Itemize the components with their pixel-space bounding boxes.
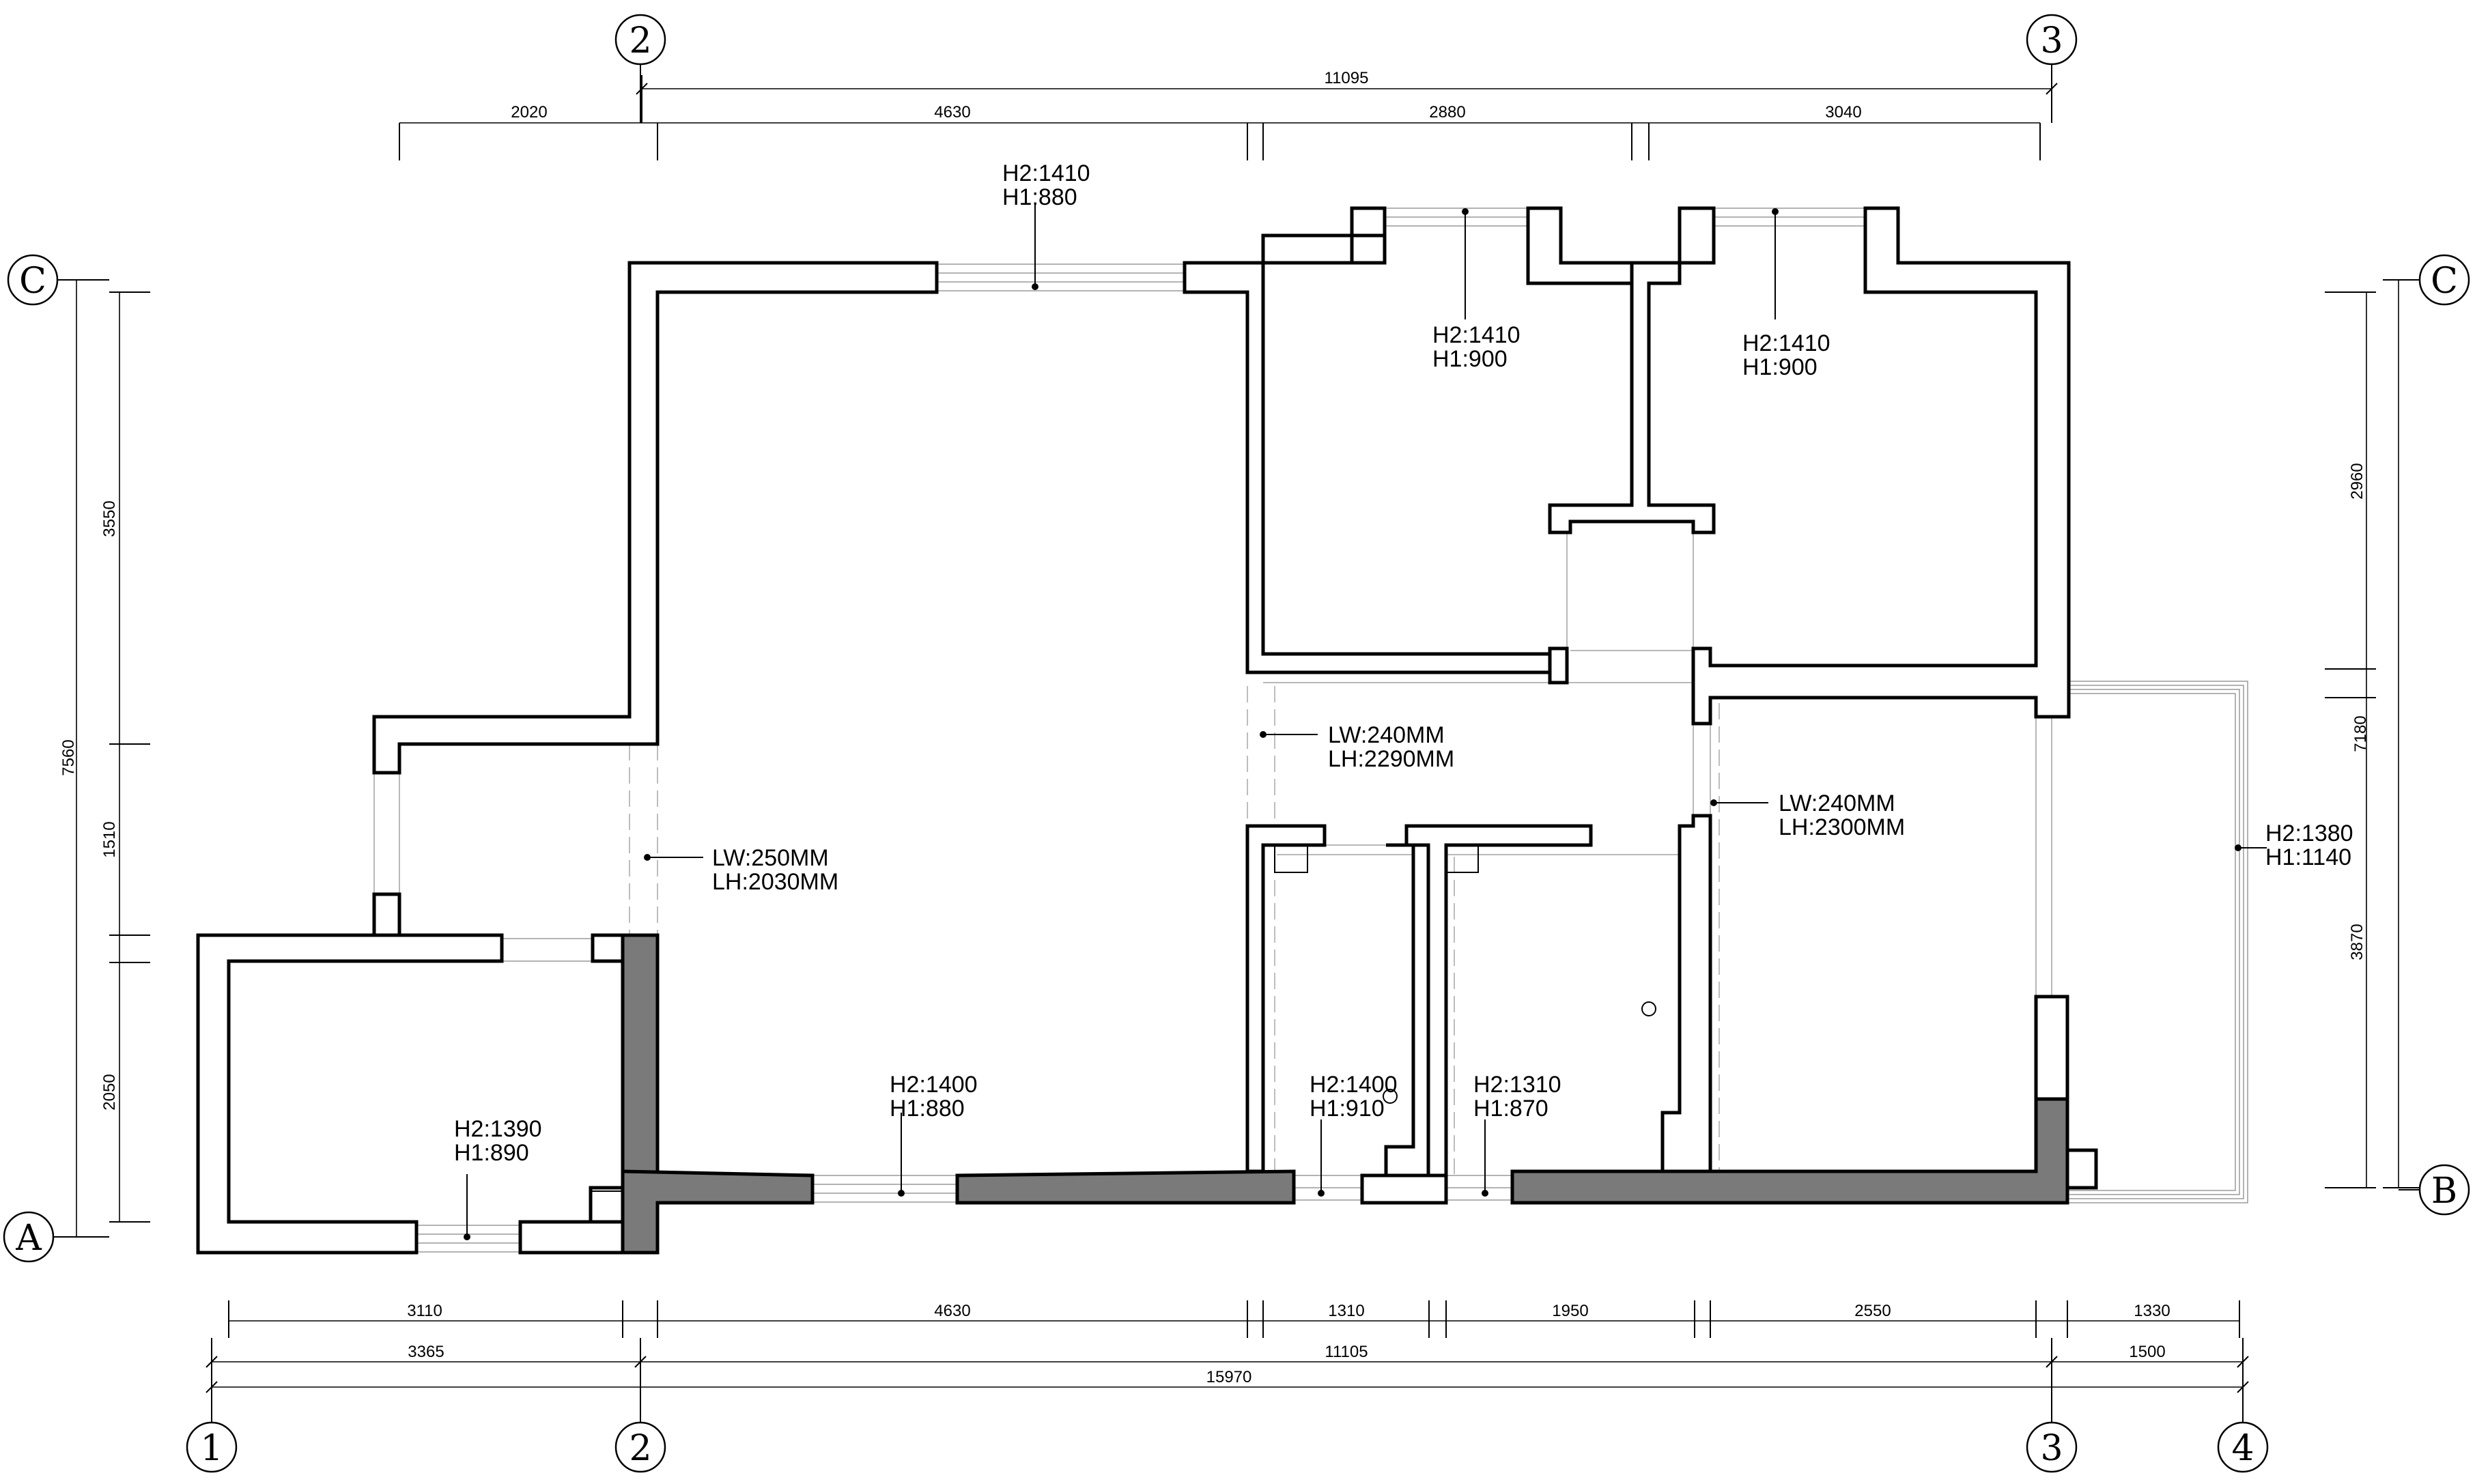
ann-open-hall-lh: LH:2290MM: [1328, 746, 1454, 772]
ann-win-living-h2: H2:1400: [890, 1072, 978, 1098]
dim-left-2: 1510: [100, 821, 119, 857]
ann-win-bath-h2: H2:1400: [1310, 1072, 1398, 1098]
ann-win-living-h1: H1:880: [890, 1096, 965, 1122]
openings: [373, 208, 2248, 1253]
axis-col-3-bottom: 3: [2040, 1428, 2063, 1469]
dim-left-total: 7560: [59, 739, 78, 775]
ann-win-bed1-h1: H1:900: [1432, 346, 1508, 372]
dim-right-1: 2960: [2348, 463, 2366, 499]
axis-col-2-top: 2: [629, 20, 651, 61]
axis-row-c-left: C: [19, 261, 46, 302]
ann-win-kitchen-h2: H2:1310: [1473, 1072, 1561, 1098]
ann-win-top-h1: H1:880: [1002, 184, 1077, 210]
dim-bottom-4: 1950: [1552, 1302, 1588, 1320]
dim-bottom-5: 2550: [1854, 1302, 1891, 1320]
top-dimensions: 11095 2020 4630 2880 3040: [399, 69, 2058, 160]
ann-open-hall-lw: LW:240MM: [1328, 722, 1445, 748]
ann-win-balcony-h2: H2:1380: [2265, 821, 2353, 846]
dim-top-1: 2020: [511, 103, 547, 122]
right-dimensions: 7180 2960 3870: [2325, 279, 2422, 1188]
wall-left-room: [196, 933, 504, 1255]
axis-row-c-right: C: [2431, 261, 2458, 302]
ann-open-room-lw: LW:240MM: [1779, 790, 1895, 816]
bottom-dimensions: 3110 4630 1310 1950 2550 1330 3365 11105…: [206, 1300, 2249, 1433]
dim-bottom-row2-3: 1500: [2129, 1343, 2165, 1361]
ann-win-kitchen-h1: H1:870: [1473, 1096, 1548, 1122]
ann-win-bed2-h2: H2:1410: [1742, 330, 1830, 356]
ann-win-left-h1: H1:890: [454, 1140, 529, 1166]
wall-central-l: [372, 261, 939, 775]
dim-bottom-2: 4630: [934, 1302, 970, 1320]
wall-dark-bottom-living: [955, 1169, 1296, 1205]
ann-win-left-h2: H2:1390: [454, 1116, 542, 1142]
ann-win-balcony-h1: H1:1140: [2265, 844, 2351, 870]
ann-win-top-h2: H2:1410: [1002, 160, 1090, 186]
axis-row-b-right: B: [2431, 1171, 2457, 1212]
dim-top-3: 2880: [1429, 103, 1465, 122]
left-dimensions: 7560 3550 1510 2050: [59, 279, 150, 1238]
annotations: H2:1410 H1:880 H2:1410 H1:900 H2:1410 H1…: [454, 160, 2353, 1240]
ann-open-left-lh: LH:2030MM: [712, 869, 838, 895]
dim-bottom-row2-2: 11105: [1325, 1343, 1368, 1361]
ann-win-bed2-h1: H1:900: [1742, 354, 1818, 380]
dim-right-total: 7180: [2351, 715, 2370, 752]
walls: [196, 206, 2098, 1255]
dim-top-4: 3040: [1825, 103, 1861, 122]
axis-col-3-top: 3: [2040, 20, 2063, 61]
dim-bottom-6: 1330: [2134, 1302, 2170, 1320]
axis-col-4-bottom: 4: [2231, 1428, 2254, 1469]
dim-bottom-total: 15970: [1206, 1368, 1252, 1386]
dim-left-3: 2050: [100, 1074, 119, 1110]
dim-top-2: 4630: [934, 103, 970, 122]
dim-bottom-1: 3110: [407, 1302, 442, 1320]
wall-top-right: [1183, 206, 1552, 674]
dim-top-total: 11095: [1325, 69, 1369, 87]
axis-col-1-bottom: 1: [200, 1428, 223, 1469]
ann-win-bed1-h2: H2:1410: [1432, 322, 1521, 348]
axis-col-2-bottom: 2: [629, 1428, 651, 1469]
dim-right-2: 3870: [2348, 924, 2366, 960]
dim-bottom-row2-1: 3365: [408, 1343, 444, 1361]
ann-open-room-lh: LH:2300MM: [1779, 814, 1905, 840]
ann-open-left-lw: LW:250MM: [712, 845, 829, 871]
dim-bottom-3: 1310: [1328, 1302, 1364, 1320]
axis-row-a-left: A: [15, 1218, 42, 1259]
ann-win-bath-h1: H1:910: [1310, 1096, 1385, 1122]
axis-bubbles: 2 3 1 2 3 4 C A C B: [3, 14, 2470, 1473]
dim-left-1: 3550: [100, 500, 119, 537]
